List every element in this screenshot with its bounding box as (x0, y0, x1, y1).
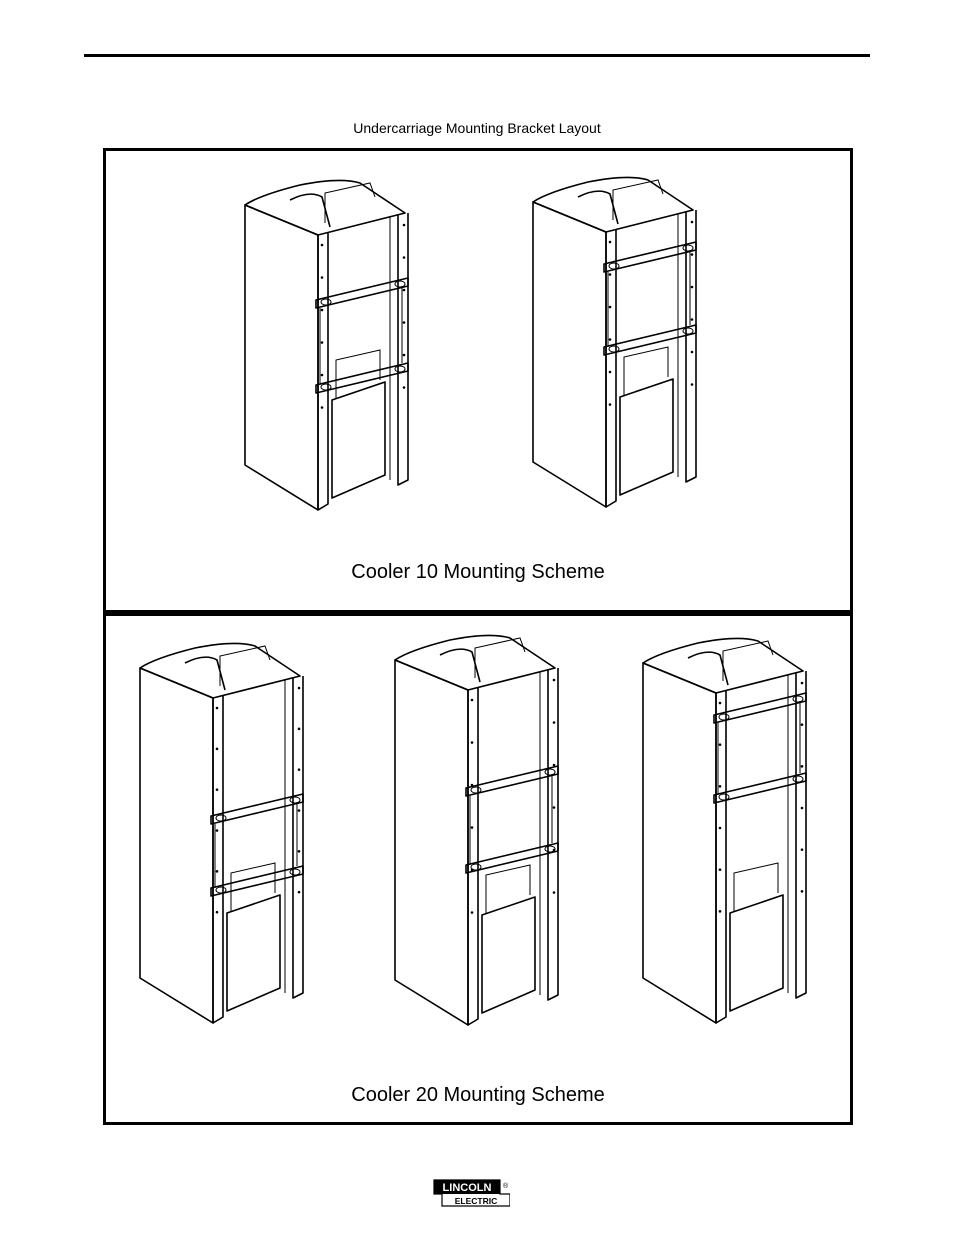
logo-mark: ® (503, 1182, 509, 1190)
cooler-10-label: Cooler 10 Mounting Scheme (351, 561, 605, 583)
undercarriage-illustration (244, 179, 409, 511)
logo-line1: LINCOLN (443, 1182, 492, 1194)
cooler-10-panel: Cooler 10 Mounting Scheme (103, 148, 853, 616)
header-rule (84, 54, 870, 57)
undercarriage-illustration (394, 634, 559, 1026)
lincoln-electric-logo: LINCOLN ELECTRIC ® (433, 1179, 510, 1207)
panel-divider (103, 610, 853, 613)
undercarriage-illustration (532, 176, 697, 508)
undercarriage-illustration (642, 637, 807, 1024)
cooler-20-label: Cooler 20 Mounting Scheme (351, 1084, 605, 1106)
figure-caption: Undercarriage Mounting Bracket Layout (353, 120, 601, 136)
cooler-20-panel: Cooler 20 Mounting Scheme (103, 612, 853, 1125)
undercarriage-illustration (139, 642, 304, 1024)
logo-line2: ELECTRIC (455, 1196, 498, 1206)
